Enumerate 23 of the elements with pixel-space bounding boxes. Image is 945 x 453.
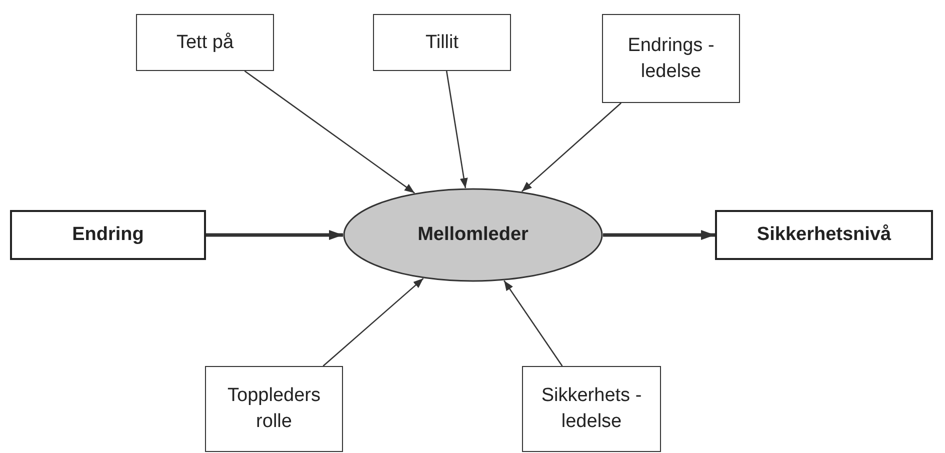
concept-box <box>522 366 661 452</box>
node-label: Toppleders rolle <box>226 384 322 434</box>
concept-box <box>373 14 511 71</box>
node-label: Endring <box>71 223 145 248</box>
arrow <box>244 70 415 194</box>
central-ellipse <box>343 188 603 282</box>
node-label: Sikkerhets - ledelse <box>540 384 643 434</box>
arrow <box>206 230 343 240</box>
node-label: Tillit <box>424 30 460 55</box>
arrow <box>603 230 715 240</box>
node-label: Sikkerhetsnivå <box>756 223 892 248</box>
concept-box <box>715 210 933 260</box>
node-label: Mellomleder <box>416 223 530 248</box>
concept-box <box>136 14 274 71</box>
arrow <box>521 102 622 192</box>
arrow <box>504 280 563 366</box>
node-label: Endrings - ledelse <box>626 34 716 84</box>
concept-box <box>205 366 343 452</box>
concept-box <box>602 14 740 103</box>
arrow <box>322 278 424 366</box>
arrow <box>446 70 468 188</box>
concept-box <box>10 210 206 260</box>
node-label: Tett på <box>175 30 235 55</box>
